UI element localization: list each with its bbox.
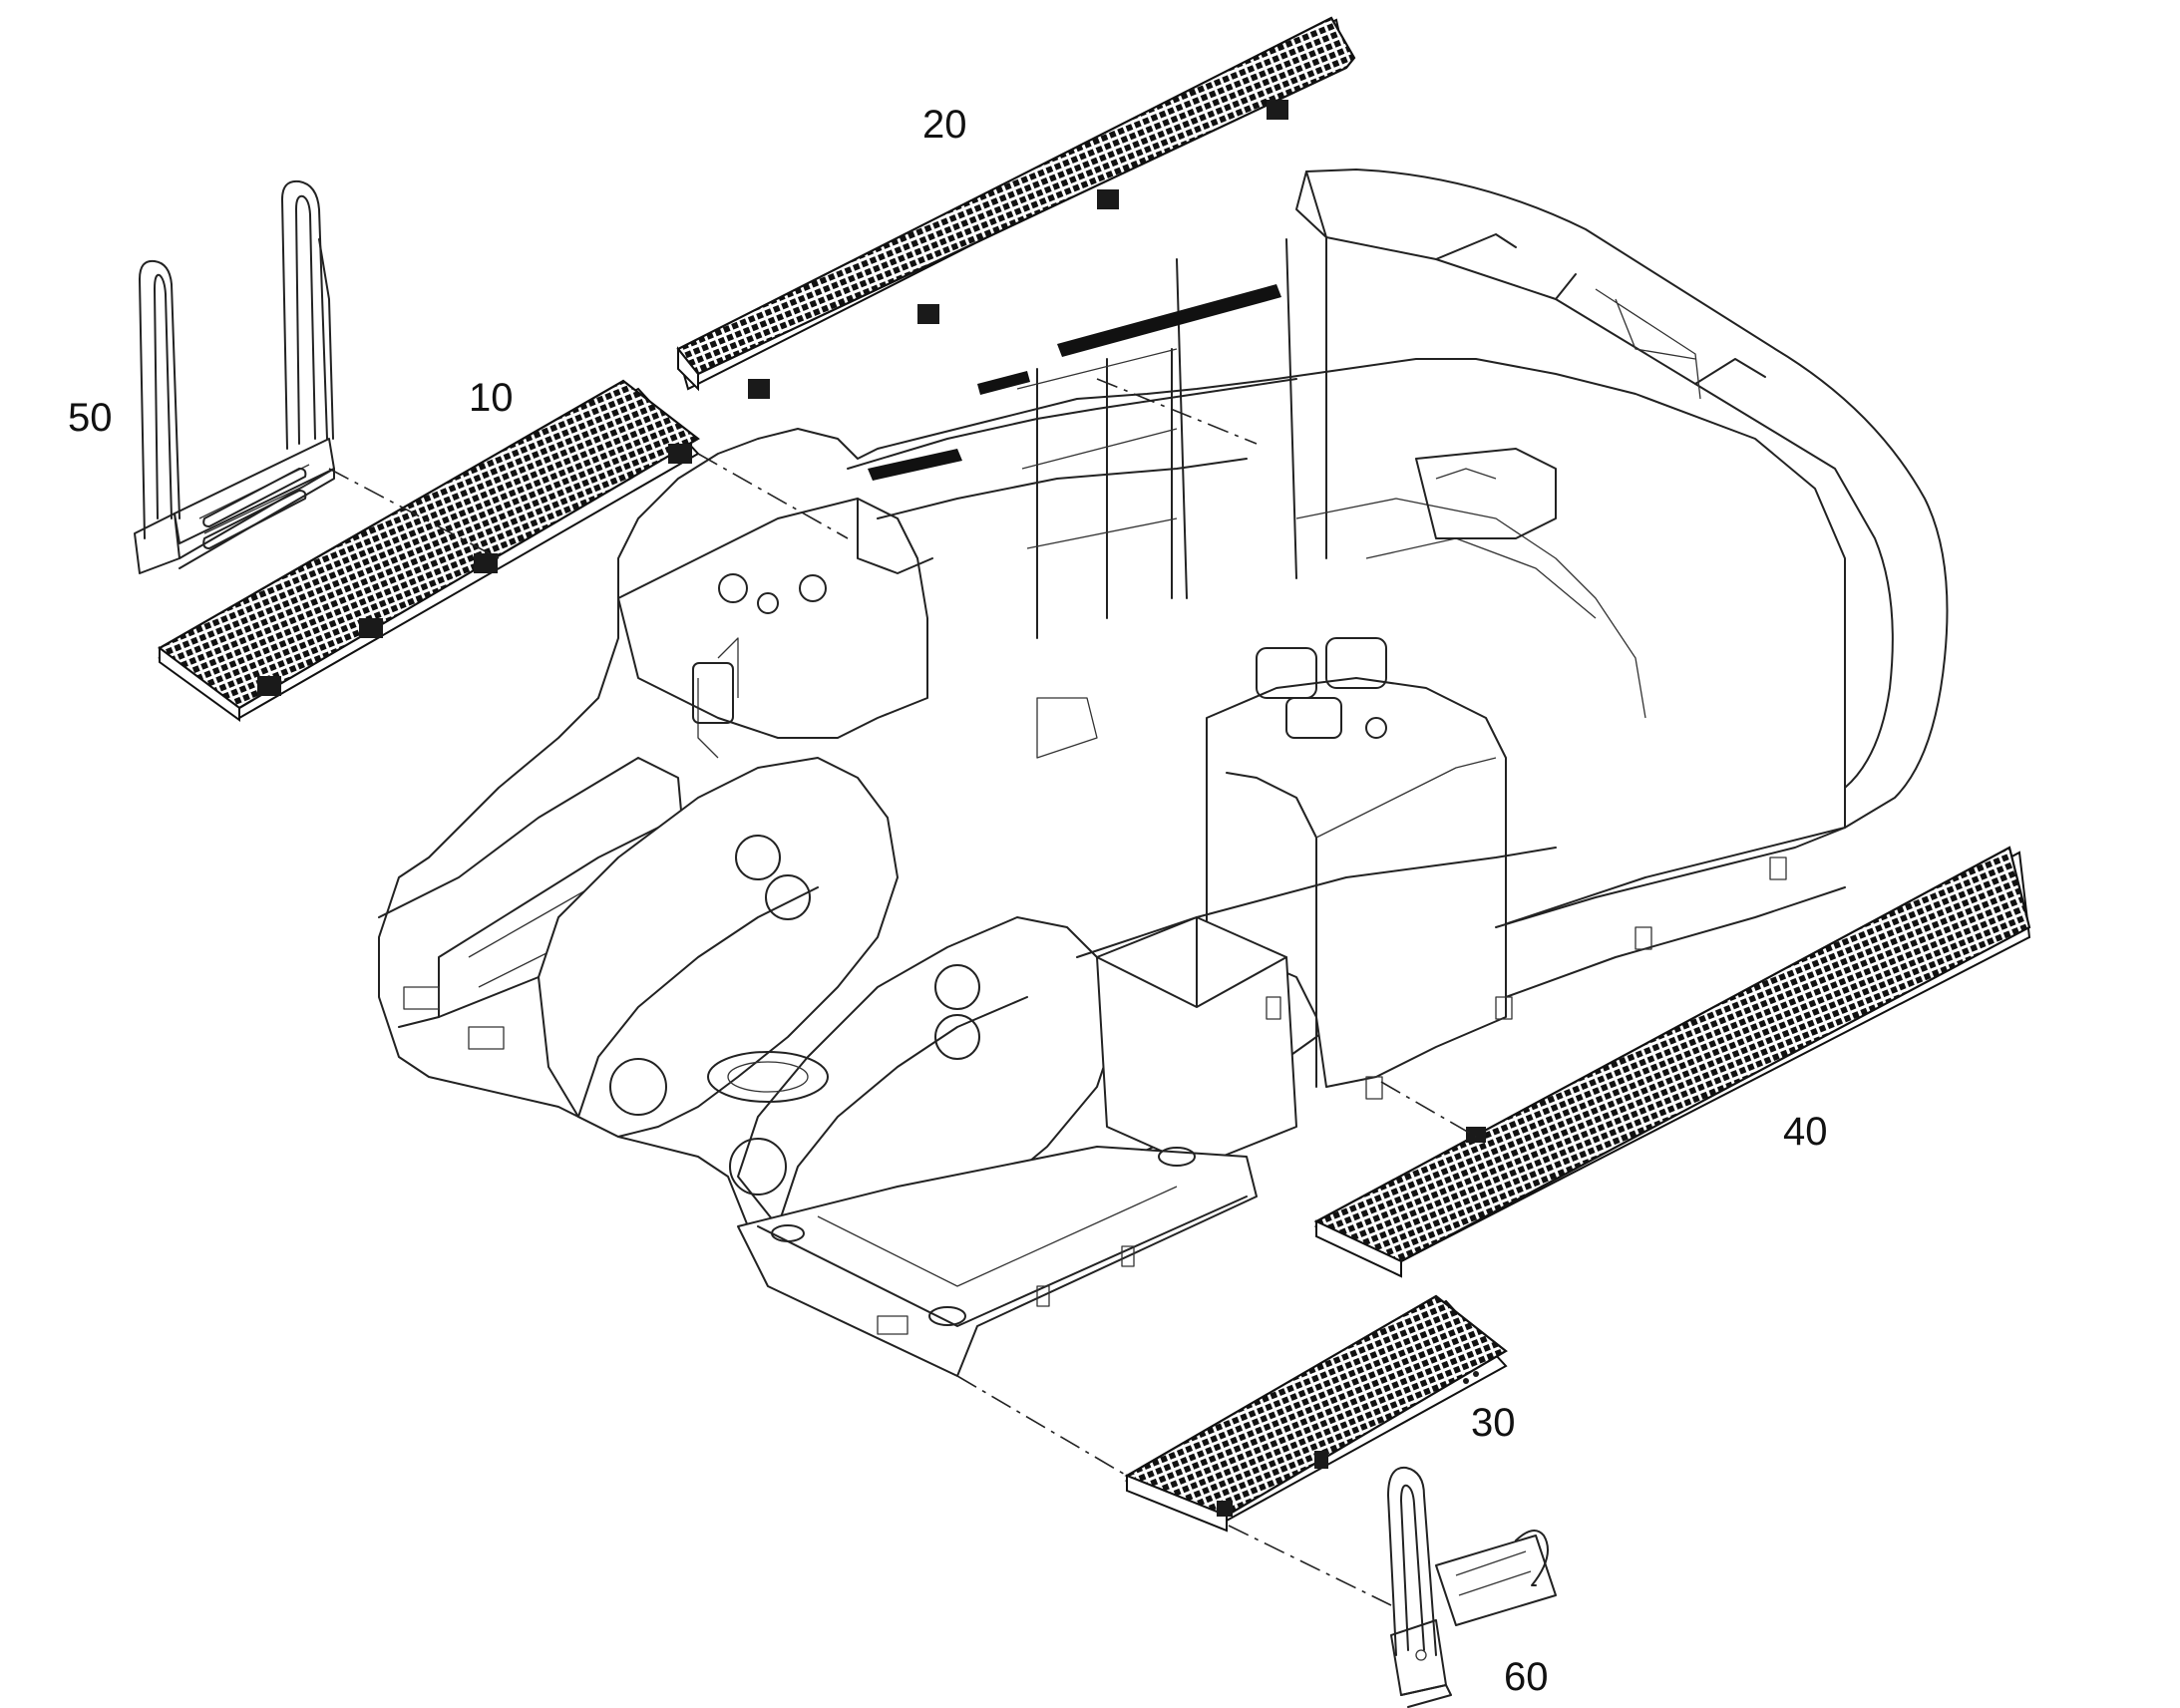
leader-10: [697, 453, 849, 539]
handrail-50: [134, 179, 335, 574]
callout-20: 20: [922, 103, 967, 147]
leader-lines: [328, 378, 1477, 1606]
boom-mount-left: [538, 757, 899, 1138]
callout-10: 10: [469, 376, 514, 420]
callout-50: 50: [68, 396, 113, 440]
callout-30: 30: [1471, 1401, 1516, 1445]
callout-40: 40: [1783, 1110, 1828, 1154]
handrail-60: [1387, 1466, 1557, 1708]
leader-60: [1228, 1525, 1392, 1606]
step-10: [158, 379, 700, 722]
leader-20: [1096, 378, 1258, 445]
leader-40: [1380, 1081, 1477, 1138]
callout-60: 60: [1504, 1655, 1549, 1699]
step-30: [1124, 1294, 1508, 1533]
step-20: [676, 16, 1356, 399]
step-40: [1313, 846, 2031, 1278]
leader-50: [328, 468, 500, 559]
machine-frame: [378, 169, 1949, 1377]
leader-30: [956, 1375, 1128, 1477]
